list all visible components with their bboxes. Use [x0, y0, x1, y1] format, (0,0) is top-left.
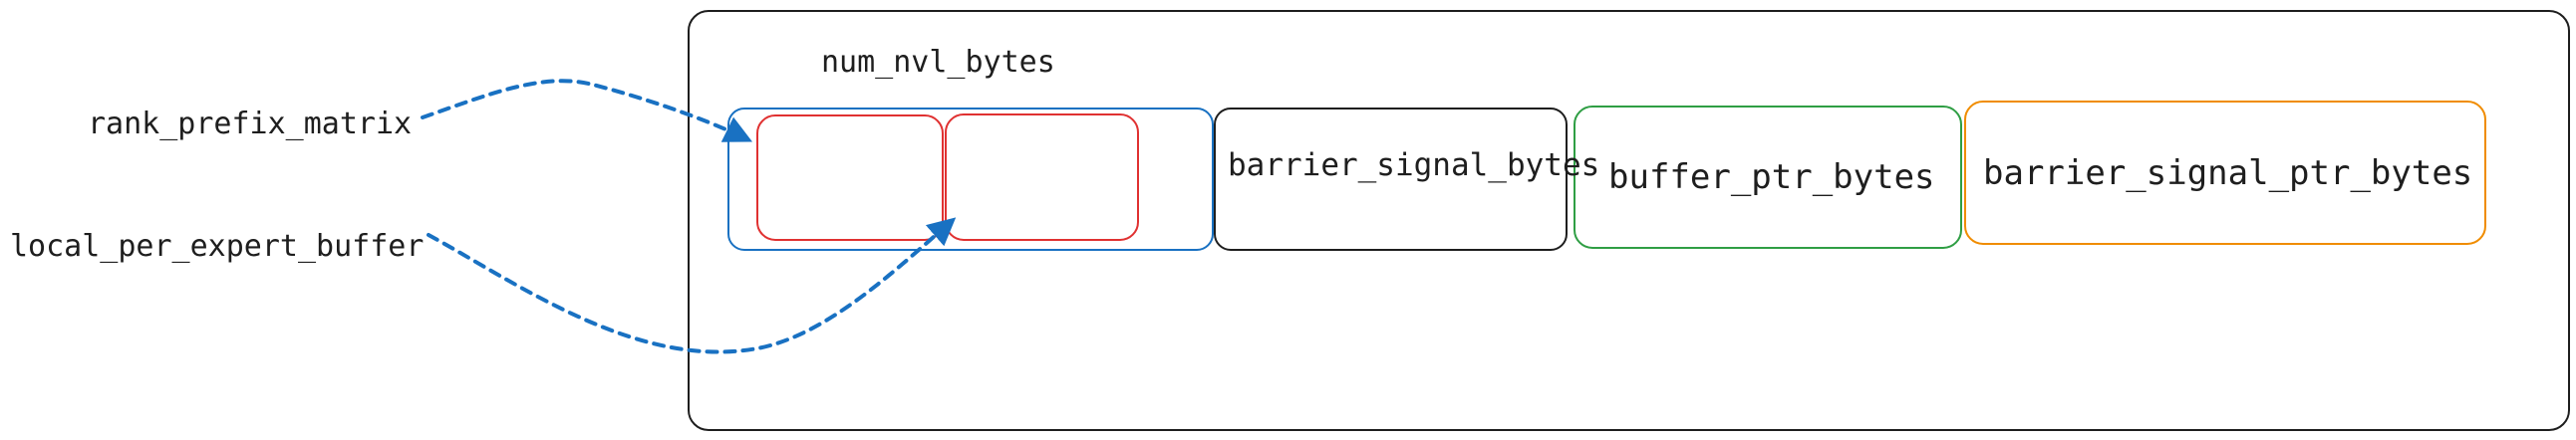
- local-expert-arrow: [427, 217, 957, 354]
- buffer-ptr-bytes-label: buffer_ptr_bytes: [1608, 157, 1935, 197]
- barrier-signal-ptr-box[interactable]: [1964, 101, 2486, 245]
- barrier-signal-ptr-bytes-label: barrier_signal_ptr_bytes: [1983, 153, 2473, 193]
- rank-prefix-arrow: [421, 79, 753, 142]
- barrier-signal-bytes-label: barrier_signal_bytes: [1228, 147, 1600, 183]
- nvl-region-box[interactable]: [727, 108, 1214, 251]
- barrier-signal-box[interactable]: [1214, 108, 1568, 251]
- local-per-expert-buffer-box[interactable]: [945, 113, 1139, 241]
- rank-prefix-matrix-box[interactable]: [756, 114, 944, 241]
- outer-buffer-box[interactable]: [688, 10, 2570, 431]
- local-per-expert-buffer-label: local_per_expert_buffer: [10, 229, 425, 264]
- buffer-ptr-box[interactable]: [1574, 106, 1962, 249]
- num-nvl-bytes-label: num_nvl_bytes: [821, 45, 1055, 80]
- rank-prefix-matrix-label: rank_prefix_matrix: [88, 107, 413, 141]
